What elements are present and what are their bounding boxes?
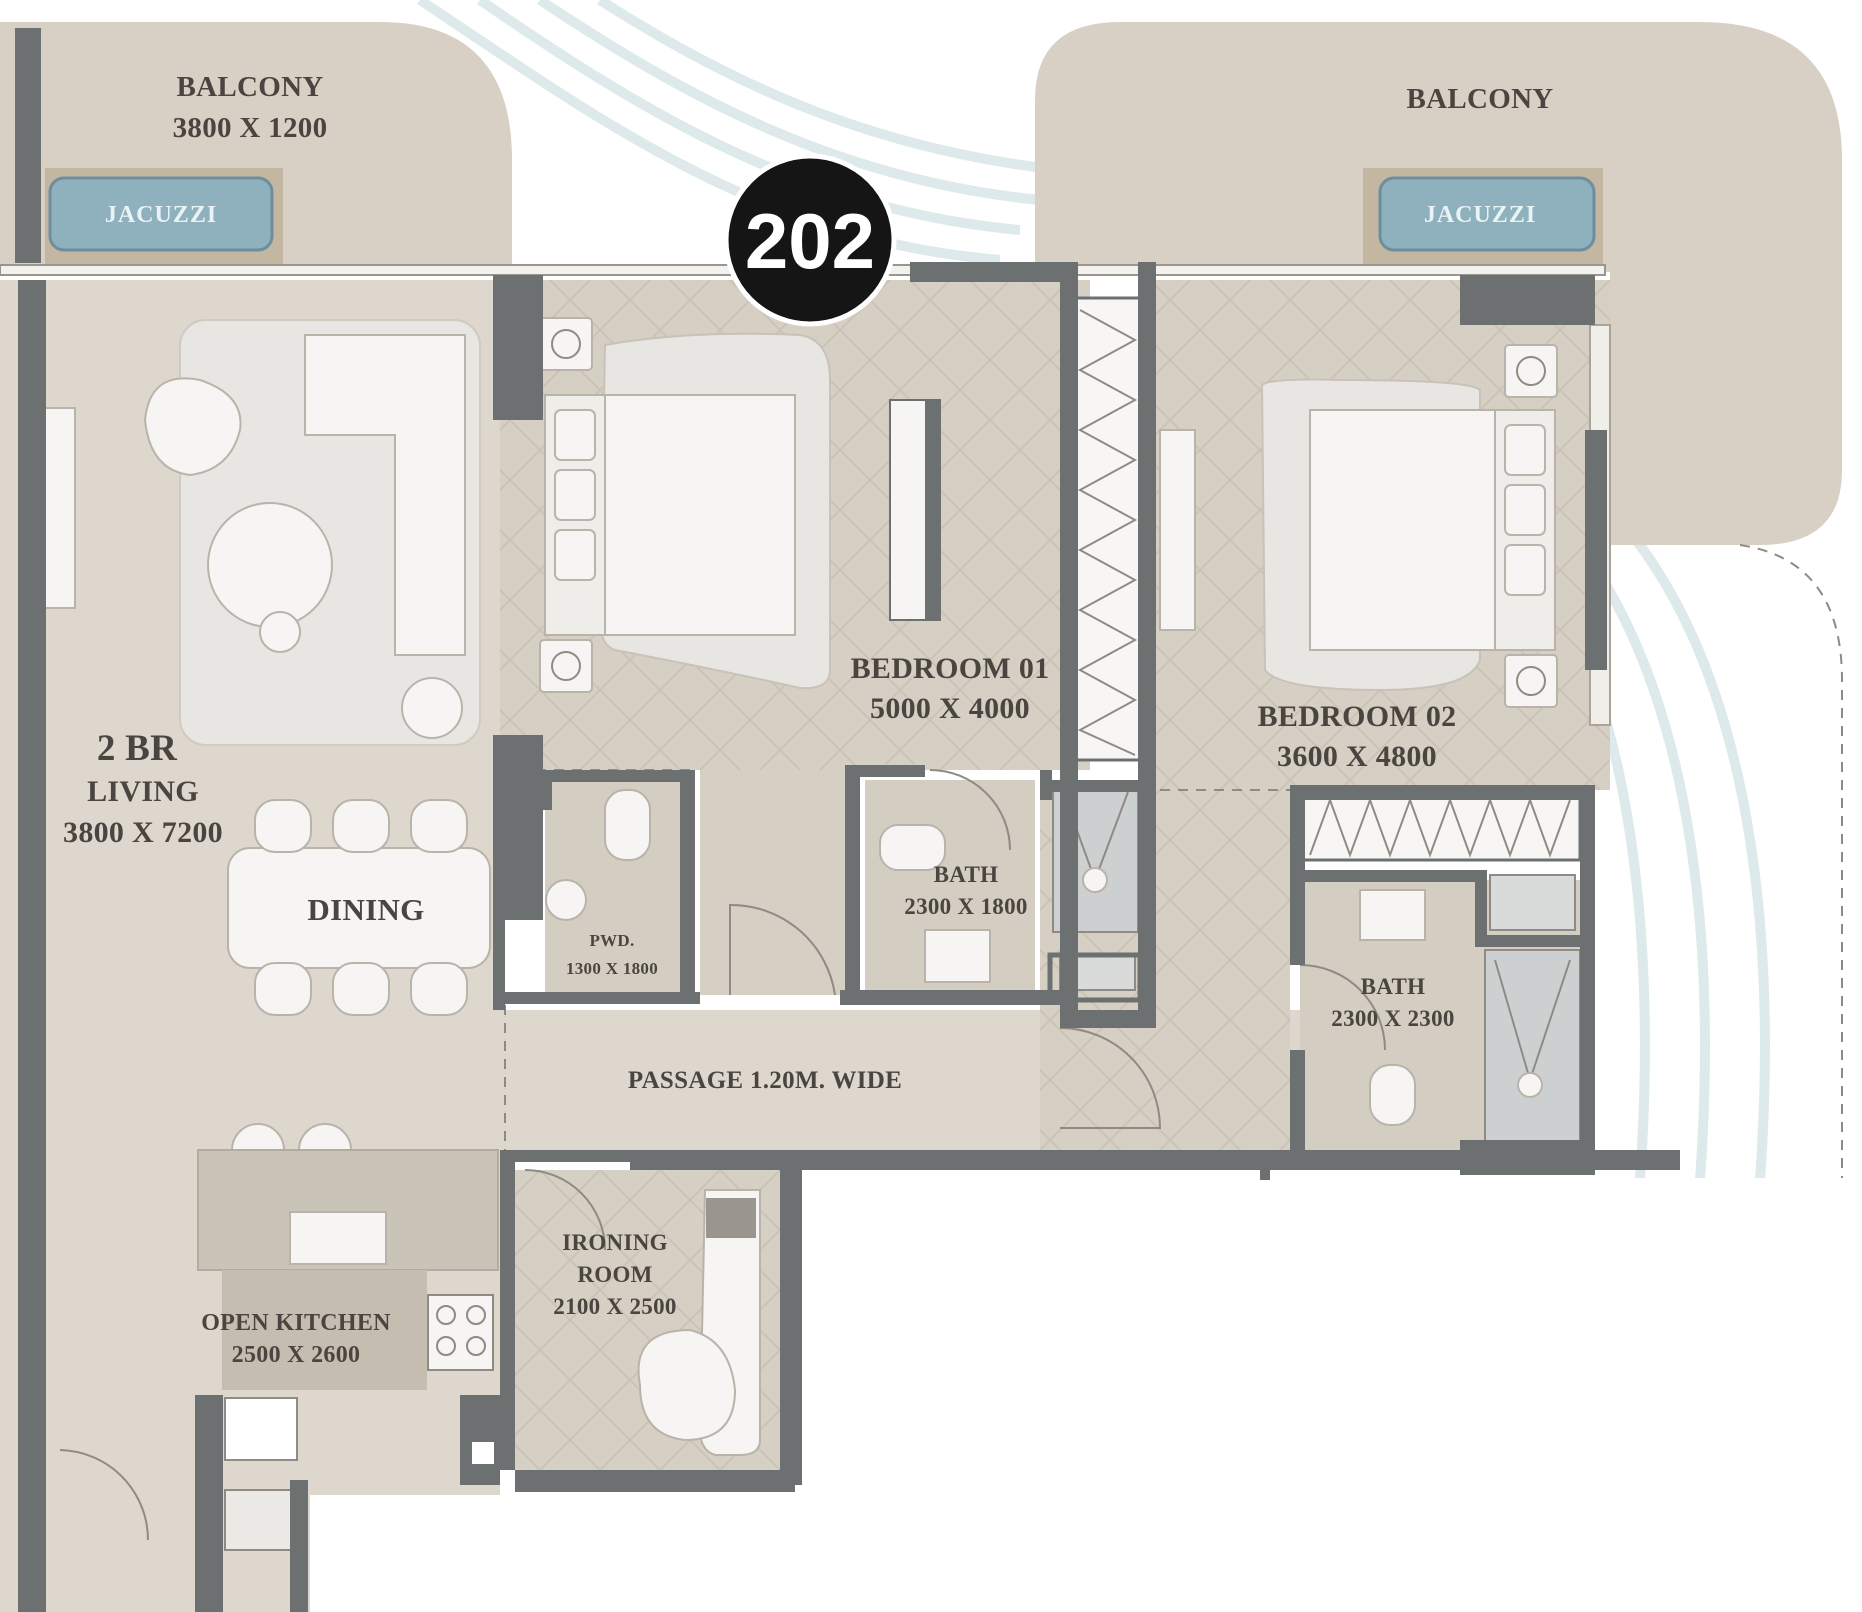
bath-1-size: 2300 X 1800 bbox=[904, 894, 1027, 919]
living-size: 3800 X 7200 bbox=[63, 816, 223, 849]
unit-number-badge: 202 bbox=[723, 153, 897, 327]
passage-label: PASSAGE 1.20M. WIDE bbox=[628, 1067, 902, 1094]
balcony-left: BALCONY 3800 X 1200 JACUZZI bbox=[0, 22, 512, 272]
living-name: LIVING bbox=[87, 775, 199, 808]
bath-1-name: BATH bbox=[934, 862, 999, 887]
kitchen-size: 2500 X 2600 bbox=[232, 1342, 361, 1368]
bedroom-02-size: 3600 X 4800 bbox=[1277, 740, 1437, 773]
jacuzzi-right bbox=[1378, 176, 1596, 252]
dining-label: DINING bbox=[307, 892, 424, 927]
balcony-right-name: BALCONY bbox=[1406, 83, 1553, 115]
wardrobes bbox=[1073, 296, 1582, 862]
bedroom-02-furniture bbox=[1159, 324, 1611, 726]
jacuzzi-left bbox=[48, 176, 274, 252]
powder-size: 1300 X 1800 bbox=[566, 959, 658, 978]
ironing-furniture bbox=[637, 1189, 761, 1456]
kitchen-fixtures bbox=[59, 1123, 499, 1551]
living-furniture: DINING bbox=[39, 319, 491, 1016]
cutout-bottom bbox=[310, 1495, 815, 1612]
balcony-left-size: 3800 X 1200 bbox=[173, 112, 328, 144]
ironing-size: 2100 X 2500 bbox=[553, 1294, 676, 1319]
walls bbox=[0, 28, 1680, 1612]
bedroom-02-name: BEDROOM 02 bbox=[1258, 700, 1457, 733]
bedroom-01-name: BEDROOM 01 bbox=[851, 652, 1050, 685]
balcony-right: BALCONY JACUZZI bbox=[1035, 22, 1842, 545]
jacuzzi-left-label: JACUZZI bbox=[105, 202, 217, 228]
living-type: 2 BR bbox=[97, 728, 178, 769]
cutout-lower-right bbox=[815, 1180, 1862, 1612]
jacuzzi-right-label: JACUZZI bbox=[1424, 202, 1536, 228]
balcony-left-name: BALCONY bbox=[176, 71, 323, 103]
unit-number: 202 bbox=[745, 197, 875, 285]
powder-name: PWD. bbox=[589, 931, 634, 950]
door-swings bbox=[524, 769, 1386, 1251]
bedroom-01-size: 5000 X 4000 bbox=[870, 692, 1030, 725]
kitchen-name: OPEN KITCHEN bbox=[201, 1310, 391, 1336]
room-labels: 2 BR LIVING 3800 X 7200 BEDROOM 01 5000 … bbox=[63, 652, 1456, 1368]
bedroom-01-furniture bbox=[539, 317, 941, 693]
ironing-name-2: ROOM bbox=[577, 1262, 652, 1287]
bath-2-name: BATH bbox=[1361, 974, 1426, 999]
bath-2-size: 2300 X 2300 bbox=[1331, 1006, 1454, 1031]
ironing-name: IRONING bbox=[562, 1230, 668, 1255]
